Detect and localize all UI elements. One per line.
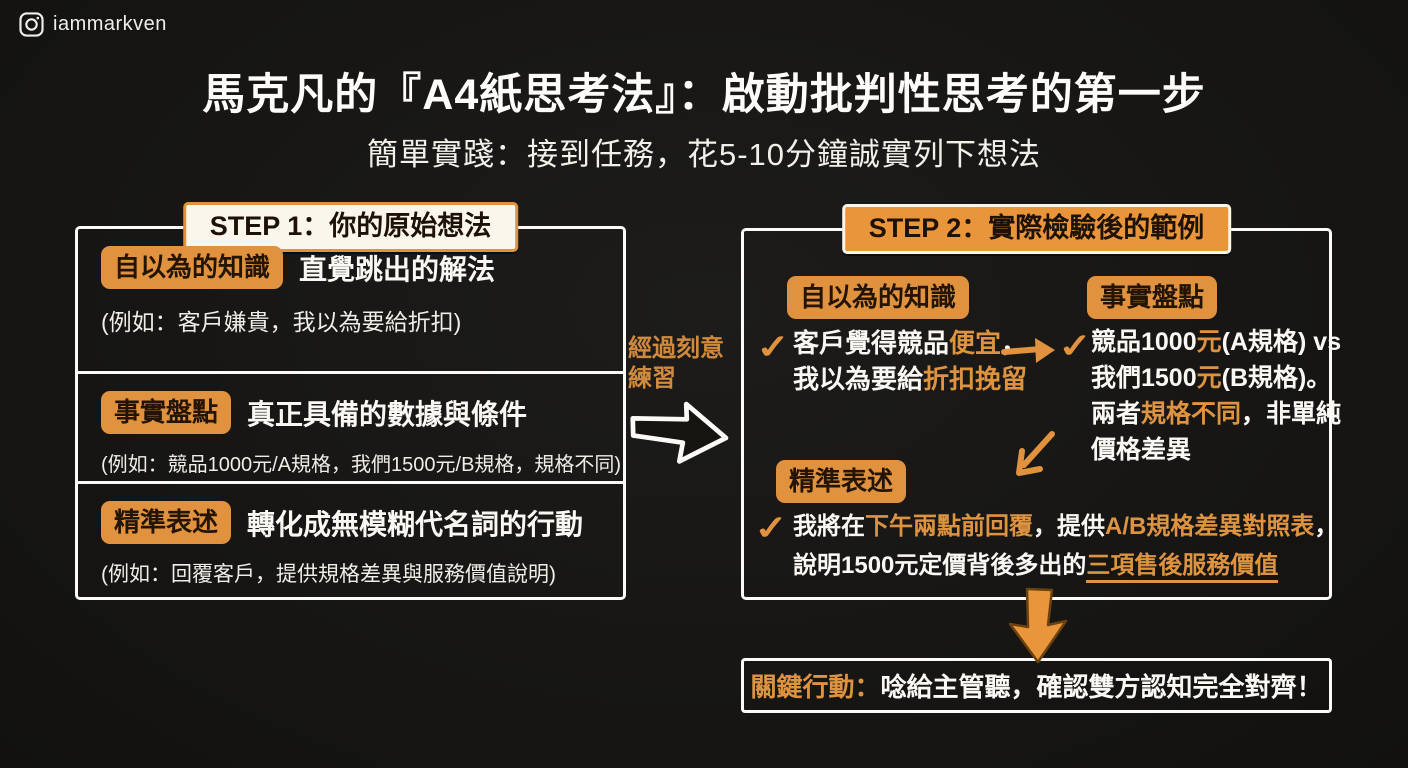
checkmark-icon: ✓ <box>754 327 793 366</box>
step1-row-assumed-knowledge: 自以為的知識 直覺跳出的解法 (例如：客戶嫌貴，我以為要給折扣) <box>78 229 623 371</box>
step1-row2-title: 真正具備的數據與條件 <box>247 398 528 430</box>
step2-col3-badge: 精準表述 <box>776 460 907 503</box>
big-right-arrow-icon <box>630 401 729 464</box>
step2-col3-line1: 我將在下午兩點前回覆，提供A/B規格差異對照表， <box>793 513 1339 540</box>
checkmark-icon: ✓ <box>752 508 791 547</box>
step1-row3-head: 精準表述 轉化成無模糊代名詞的行動 <box>101 501 603 544</box>
transition-label: 經過刻意 練習 <box>628 334 754 394</box>
step2-panel: STEP 2：實際檢驗後的範例 自以為的知識 事實盤點 ✓ 客戶覺得競品便宜， … <box>741 204 1341 600</box>
transition-label-line2: 練習 <box>628 365 676 392</box>
page-subtitle: 簡單實踐：接到任務，花5-10分鐘誠實列下想法 <box>366 137 1042 172</box>
step2-col1-line2: 我以為要給折扣挽留 <box>793 364 1028 394</box>
step1-row2-badge: 事實盤點 <box>101 391 232 434</box>
step1-panel: STEP 1：你的原始想法 自以為的知識 直覺跳出的解法 (例如：客戶嫌貴，我以… <box>75 202 626 603</box>
page-title: 馬克凡的『A4紙思考法』：啟動批判性思考的第一步 <box>202 71 1206 119</box>
step1-row1-head: 自以為的知識 直覺跳出的解法 <box>101 246 603 289</box>
step1-row3-title: 轉化成無模糊代名詞的行動 <box>247 508 584 540</box>
step1-row-fact-check: 事實盤點 真正具備的數據與條件 (例如：競品1000元/A規格，我們1500元/… <box>78 371 623 481</box>
brand-watermark: iammarkven <box>18 11 167 38</box>
step1-row1-example: (例如：客戶嫌貴，我以為要給折扣) <box>101 309 462 335</box>
step1-row1-badge: 自以為的知識 <box>101 246 284 289</box>
step1-row3-badge: 精準表述 <box>101 501 232 544</box>
down-left-arrow-icon <box>1016 431 1055 476</box>
right-arrow-icon <box>1001 338 1055 363</box>
step2-col2-line2: 我們1500元(B規格)。 <box>1091 364 1332 392</box>
instagram-icon <box>18 11 45 38</box>
step1-header: STEP 1：你的原始想法 <box>182 202 519 252</box>
step1-row1-title: 直覺跳出的解法 <box>299 253 496 285</box>
step1-row-precise-statement: 精準表述 轉化成無模糊代名詞的行動 (例如：回覆客戶，提供規格差異與服務價值說明… <box>78 481 623 603</box>
step1-row2-example: (例如：競品1000元/A規格，我們1500元/B規格，規格不同) <box>101 454 622 476</box>
step2-col2-line4: 價格差異 <box>1091 436 1192 464</box>
step2-col1-line1: 客戶覺得競品便宜， <box>793 328 1028 358</box>
brand-handle: iammarkven <box>53 13 167 35</box>
step2-col2-badge: 事實盤點 <box>1087 276 1218 319</box>
transition-label-line1: 經過刻意 <box>628 335 724 362</box>
step2-col2-line1: 競品1000元(A規格) vs <box>1091 328 1342 356</box>
big-down-arrow-icon <box>1008 587 1068 664</box>
key-action-text: 關鍵行動：唸給主管聽，確認雙方認知完全對齊！ <box>750 672 1323 702</box>
step2-header: STEP 2：實際檢驗後的範例 <box>841 204 1232 254</box>
key-action-box: 關鍵行動：唸給主管聽，確認雙方認知完全對齊！ <box>741 658 1332 713</box>
step1-row3-example: (例如：回覆客戶，提供規格差異與服務價值說明) <box>101 563 556 586</box>
transition-deliberate-practice: 經過刻意 練習 <box>628 334 754 471</box>
step1-row2-head: 事實盤點 真正具備的數據與條件 <box>101 391 603 434</box>
step2-col3-line2: 說明1500元定價背後多出的三項售後服務價值 <box>793 546 1338 585</box>
step2-col3-text: 我將在下午兩點前回覆，提供A/B規格差異對照表， 說明1500元定價背後多出的三… <box>793 507 1338 585</box>
step2-col2-line3: 兩者規格不同，非單純 <box>1091 400 1342 428</box>
checkmark-icon: ✓ <box>1056 326 1095 365</box>
step2-col1-text: 客戶覺得競品便宜， 我以為要給折扣挽留 <box>793 325 1027 397</box>
step2-col1-badge: 自以為的知識 <box>787 276 970 319</box>
step2-col2-text: 競品1000元(A規格) vs 我們1500元(B規格)。 兩者規格不同，非單純… <box>1091 324 1341 468</box>
